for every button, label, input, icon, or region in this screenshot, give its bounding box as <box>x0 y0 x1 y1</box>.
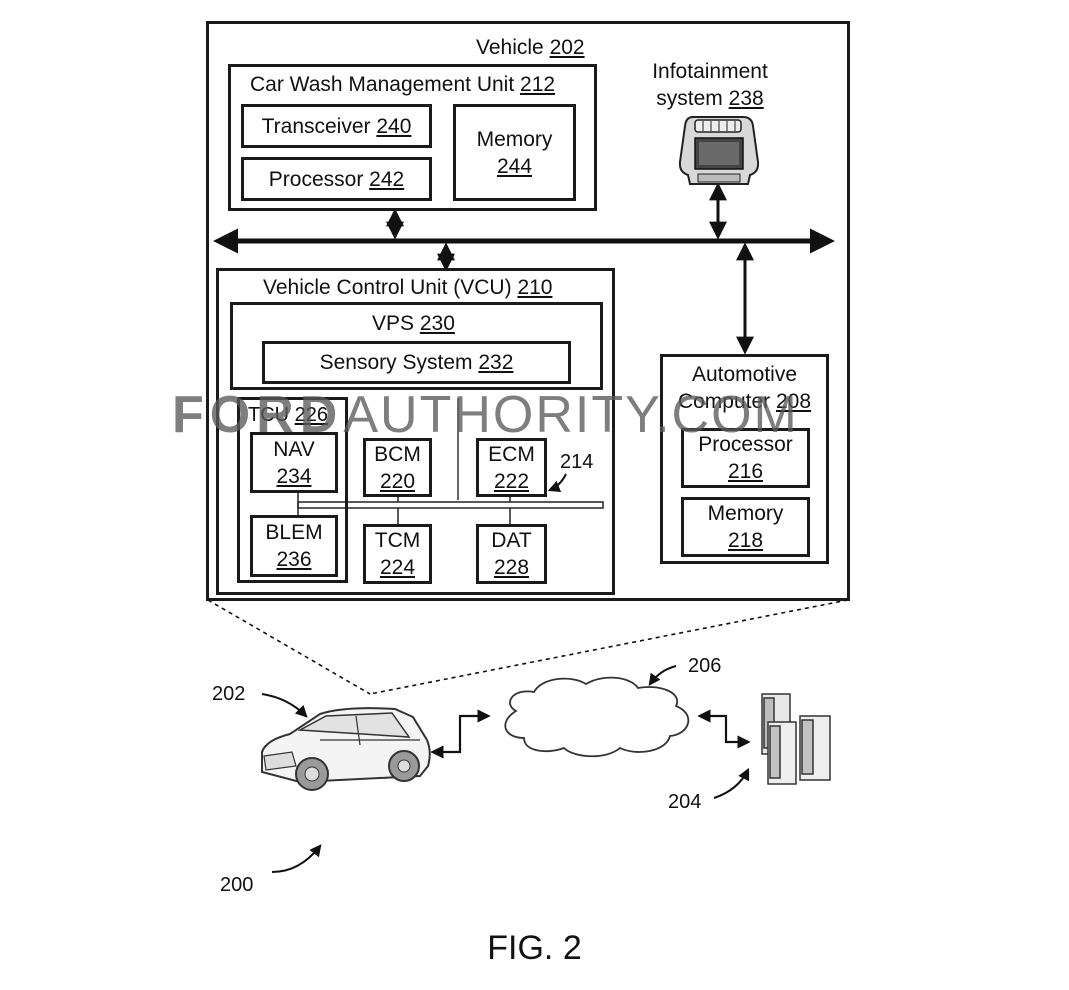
tcu-label: TCU 226 <box>248 404 329 426</box>
bus-ref-label: 214 <box>560 451 594 473</box>
bus-ref-leader <box>547 473 567 493</box>
dat-box: DAT 228 <box>476 524 547 584</box>
network-ref-label: 206 <box>688 655 722 677</box>
tcu-box <box>237 397 348 583</box>
infotainment-icon <box>678 116 760 185</box>
transceiver-box: Transceiver 240 <box>241 104 432 148</box>
figure-caption: FIG. 2 <box>487 929 582 967</box>
nav-box: NAV 234 <box>250 432 338 493</box>
cloud-server-link <box>697 709 751 749</box>
processor-box-cwmu: Processor 242 <box>241 157 432 201</box>
memory-box-cwmu: Memory 244 <box>453 104 576 201</box>
processor-box-computer: Processor 216 <box>681 428 810 488</box>
vehicle-control-unit-label: Vehicle Control Unit (VCU) 210 <box>263 276 553 299</box>
vps-box <box>230 302 603 390</box>
vehicle-control-unit-box <box>216 268 615 595</box>
server-icon <box>761 693 831 785</box>
car-wash-management-unit-box <box>228 64 597 211</box>
server-ref-leader <box>713 767 750 799</box>
automotive-computer-box <box>660 354 829 564</box>
system-ref-label: 200 <box>220 874 254 896</box>
blem-box: BLEM 236 <box>250 515 338 577</box>
zoom-dashed-line-right <box>369 599 849 695</box>
network-cloud <box>504 676 690 758</box>
car-cloud-link <box>430 709 491 759</box>
ecm-box: ECM 222 <box>476 438 547 497</box>
car-wash-management-unit-label: Car Wash Management Unit 212 <box>250 73 556 96</box>
network-ref-leader <box>648 665 677 686</box>
watermark: FORDAUTHORITY.COM <box>172 386 799 444</box>
vehicle-label: Vehicle 202 <box>476 36 585 59</box>
tcm-box: TCM 224 <box>363 524 432 584</box>
server-ref-label: 204 <box>668 791 702 813</box>
vps-label: VPS 230 <box>372 312 455 335</box>
memory-box-computer: Memory 218 <box>681 497 810 557</box>
infotainment-label: Infotainment system 238 <box>652 60 768 110</box>
automotive-computer-label: Automotive Computer 208 <box>677 363 812 413</box>
vehicle-ref-leader <box>261 693 308 718</box>
bcm-box: BCM 220 <box>363 438 432 497</box>
system-ref-leader <box>271 844 322 873</box>
sensory-system-box: Sensory System 232 <box>262 341 571 384</box>
zoom-dashed-line-left <box>207 599 371 695</box>
vehicle-ref-label: 202 <box>212 683 246 705</box>
vehicle-car-icon <box>261 707 431 791</box>
vehicle-box <box>206 21 850 601</box>
